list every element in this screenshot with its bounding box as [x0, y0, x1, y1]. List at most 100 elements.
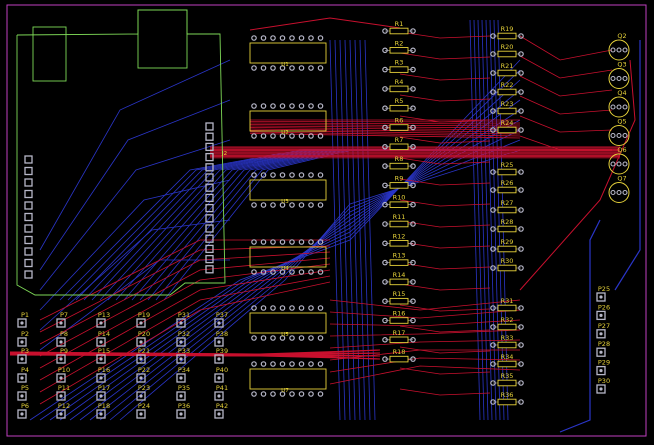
pad-p7[interactable]: P7 — [56, 311, 68, 328]
resistor-r4[interactable]: R4 — [382, 78, 416, 93]
trace — [249, 122, 521, 125]
transistor-q3[interactable]: Q3 — [608, 61, 630, 89]
pad-p29[interactable]: P29 — [596, 359, 610, 376]
transistor-q6[interactable]: Q6 — [608, 146, 630, 175]
pad-p23[interactable]: P23 — [136, 384, 150, 401]
resistor-r19[interactable]: R19 — [490, 25, 524, 40]
resistor-r20[interactable]: R20 — [490, 43, 524, 58]
pad-p31[interactable]: P31 — [176, 311, 190, 328]
pad-p6[interactable]: P6 — [17, 402, 29, 419]
resistor-r3[interactable]: R3 — [382, 59, 416, 73]
pad-p33[interactable]: P33 — [176, 347, 190, 364]
pad-p12[interactable]: P12 — [56, 402, 70, 419]
pad-p21[interactable]: P21 — [136, 347, 150, 364]
resistor-r36[interactable]: R36 — [490, 391, 524, 406]
resistor-r30[interactable]: R30 — [490, 257, 524, 272]
resistor-r21[interactable]: R21 — [490, 62, 524, 77]
transistor-pin — [610, 189, 616, 196]
pad-p17[interactable]: P17 — [96, 384, 110, 401]
pad-p38[interactable]: P38 — [214, 330, 228, 347]
resistor-r17[interactable]: R17 — [382, 329, 416, 344]
resistor-r8[interactable]: R8 — [382, 155, 416, 170]
trace — [39, 99, 231, 271]
pad-p26[interactable]: P26 — [596, 303, 610, 321]
pad-p36[interactable]: P36 — [176, 402, 190, 419]
pad-p34[interactable]: P34 — [176, 366, 190, 383]
pad-p4[interactable]: P4 — [17, 366, 29, 383]
pad-p35[interactable]: P35 — [176, 384, 190, 401]
resistor-r11[interactable]: R11 — [382, 213, 416, 228]
ic-u1[interactable]: U1 — [249, 35, 327, 71]
resistor-r34[interactable]: R34 — [490, 353, 524, 368]
pad-p32[interactable]: P32 — [176, 330, 190, 347]
pad-p25[interactable]: P25 — [596, 285, 610, 302]
ic-u7[interactable]: U7 — [249, 361, 327, 397]
pad-p28[interactable]: P28 — [596, 340, 610, 357]
resistor-r5[interactable]: R5 — [382, 97, 416, 112]
ref-label: R6 — [395, 117, 404, 125]
resistor-r25[interactable]: R25 — [490, 161, 524, 176]
pad-p30[interactable]: P30 — [596, 377, 610, 394]
pad-p10[interactable]: P10 — [56, 366, 70, 383]
transistor-pin — [616, 161, 622, 167]
pad-p39[interactable]: P39 — [214, 347, 228, 364]
resistor-r26[interactable]: R26 — [490, 179, 524, 194]
resistor-r14[interactable]: R14 — [382, 271, 416, 286]
pad-p5[interactable]: P5 — [17, 384, 29, 401]
transistor-q5[interactable]: Q5 — [608, 118, 630, 146]
resistor-r10[interactable]: R10 — [382, 194, 416, 208]
pad-p27[interactable]: P27 — [596, 322, 610, 339]
resistor-r33[interactable]: R33 — [490, 334, 524, 349]
trace — [399, 94, 491, 102]
resistor-r2[interactable]: R2 — [382, 39, 416, 54]
pad-p20[interactable]: P20 — [136, 330, 150, 347]
ic-pin — [317, 65, 324, 71]
resistor-r16[interactable]: R16 — [382, 310, 416, 324]
resistor-r6[interactable]: R6 — [382, 117, 416, 131]
ic-u3[interactable]: U3 — [249, 172, 327, 208]
pad-p14[interactable]: P14 — [96, 330, 110, 347]
pad-p16[interactable]: P16 — [96, 366, 110, 383]
resistor-r13[interactable]: R13 — [382, 252, 416, 266]
pad-p42[interactable]: P42 — [214, 402, 228, 419]
pad-hole — [99, 357, 103, 361]
resistor-r27[interactable]: R27 — [490, 199, 524, 214]
pad-p19[interactable]: P19 — [136, 311, 150, 328]
resistor-r29[interactable]: R29 — [490, 238, 524, 253]
transistor-q2[interactable]: Q2 — [608, 32, 630, 61]
ic-u5[interactable]: U5 — [249, 305, 327, 341]
resistor-r22[interactable]: R22 — [490, 81, 524, 96]
resistor-pad — [410, 317, 416, 324]
pad-p22[interactable]: P22 — [136, 366, 150, 383]
resistor-r24[interactable]: R24 — [490, 119, 524, 134]
pad-p1[interactable]: P1 — [17, 311, 29, 328]
resistor-r9[interactable]: R9 — [382, 174, 416, 189]
ic-u4[interactable]: U4 — [249, 239, 327, 275]
resistor-r18[interactable]: R18 — [382, 348, 416, 363]
resistor-r7[interactable]: R7 — [382, 136, 416, 151]
pad-p40[interactable]: P40 — [214, 366, 228, 383]
resistor-r12[interactable]: R12 — [382, 232, 416, 247]
pad-p18[interactable]: P18 — [96, 402, 110, 419]
resistor-r31[interactable]: R31 — [490, 297, 524, 312]
ic-u2[interactable]: U2 — [249, 103, 327, 139]
resistor-r32[interactable]: R32 — [490, 316, 524, 331]
resistor-r1[interactable]: R1 — [382, 20, 416, 35]
pad-p41[interactable]: P41 — [214, 384, 228, 401]
resistor-r23[interactable]: R23 — [490, 100, 524, 115]
pad-p24[interactable]: P24 — [136, 402, 150, 419]
pad-p8[interactable]: P8 — [56, 330, 68, 347]
pad-p13[interactable]: P13 — [96, 311, 110, 328]
resistor-r35[interactable]: R35 — [490, 372, 524, 387]
pad-p15[interactable]: P15 — [96, 347, 110, 364]
pad-p11[interactable]: P11 — [56, 384, 70, 401]
pad-p2[interactable]: P2 — [17, 330, 29, 347]
pad-p3[interactable]: P3 — [17, 347, 29, 364]
pad-p9[interactable]: P9 — [56, 347, 68, 364]
transistor-q4[interactable]: Q4 — [608, 89, 630, 118]
resistor-r15[interactable]: R15 — [382, 290, 416, 305]
pad-p37[interactable]: P37 — [214, 311, 228, 328]
transistor-q7[interactable]: Q7 — [608, 175, 630, 203]
resistor-r28[interactable]: R28 — [490, 218, 524, 233]
